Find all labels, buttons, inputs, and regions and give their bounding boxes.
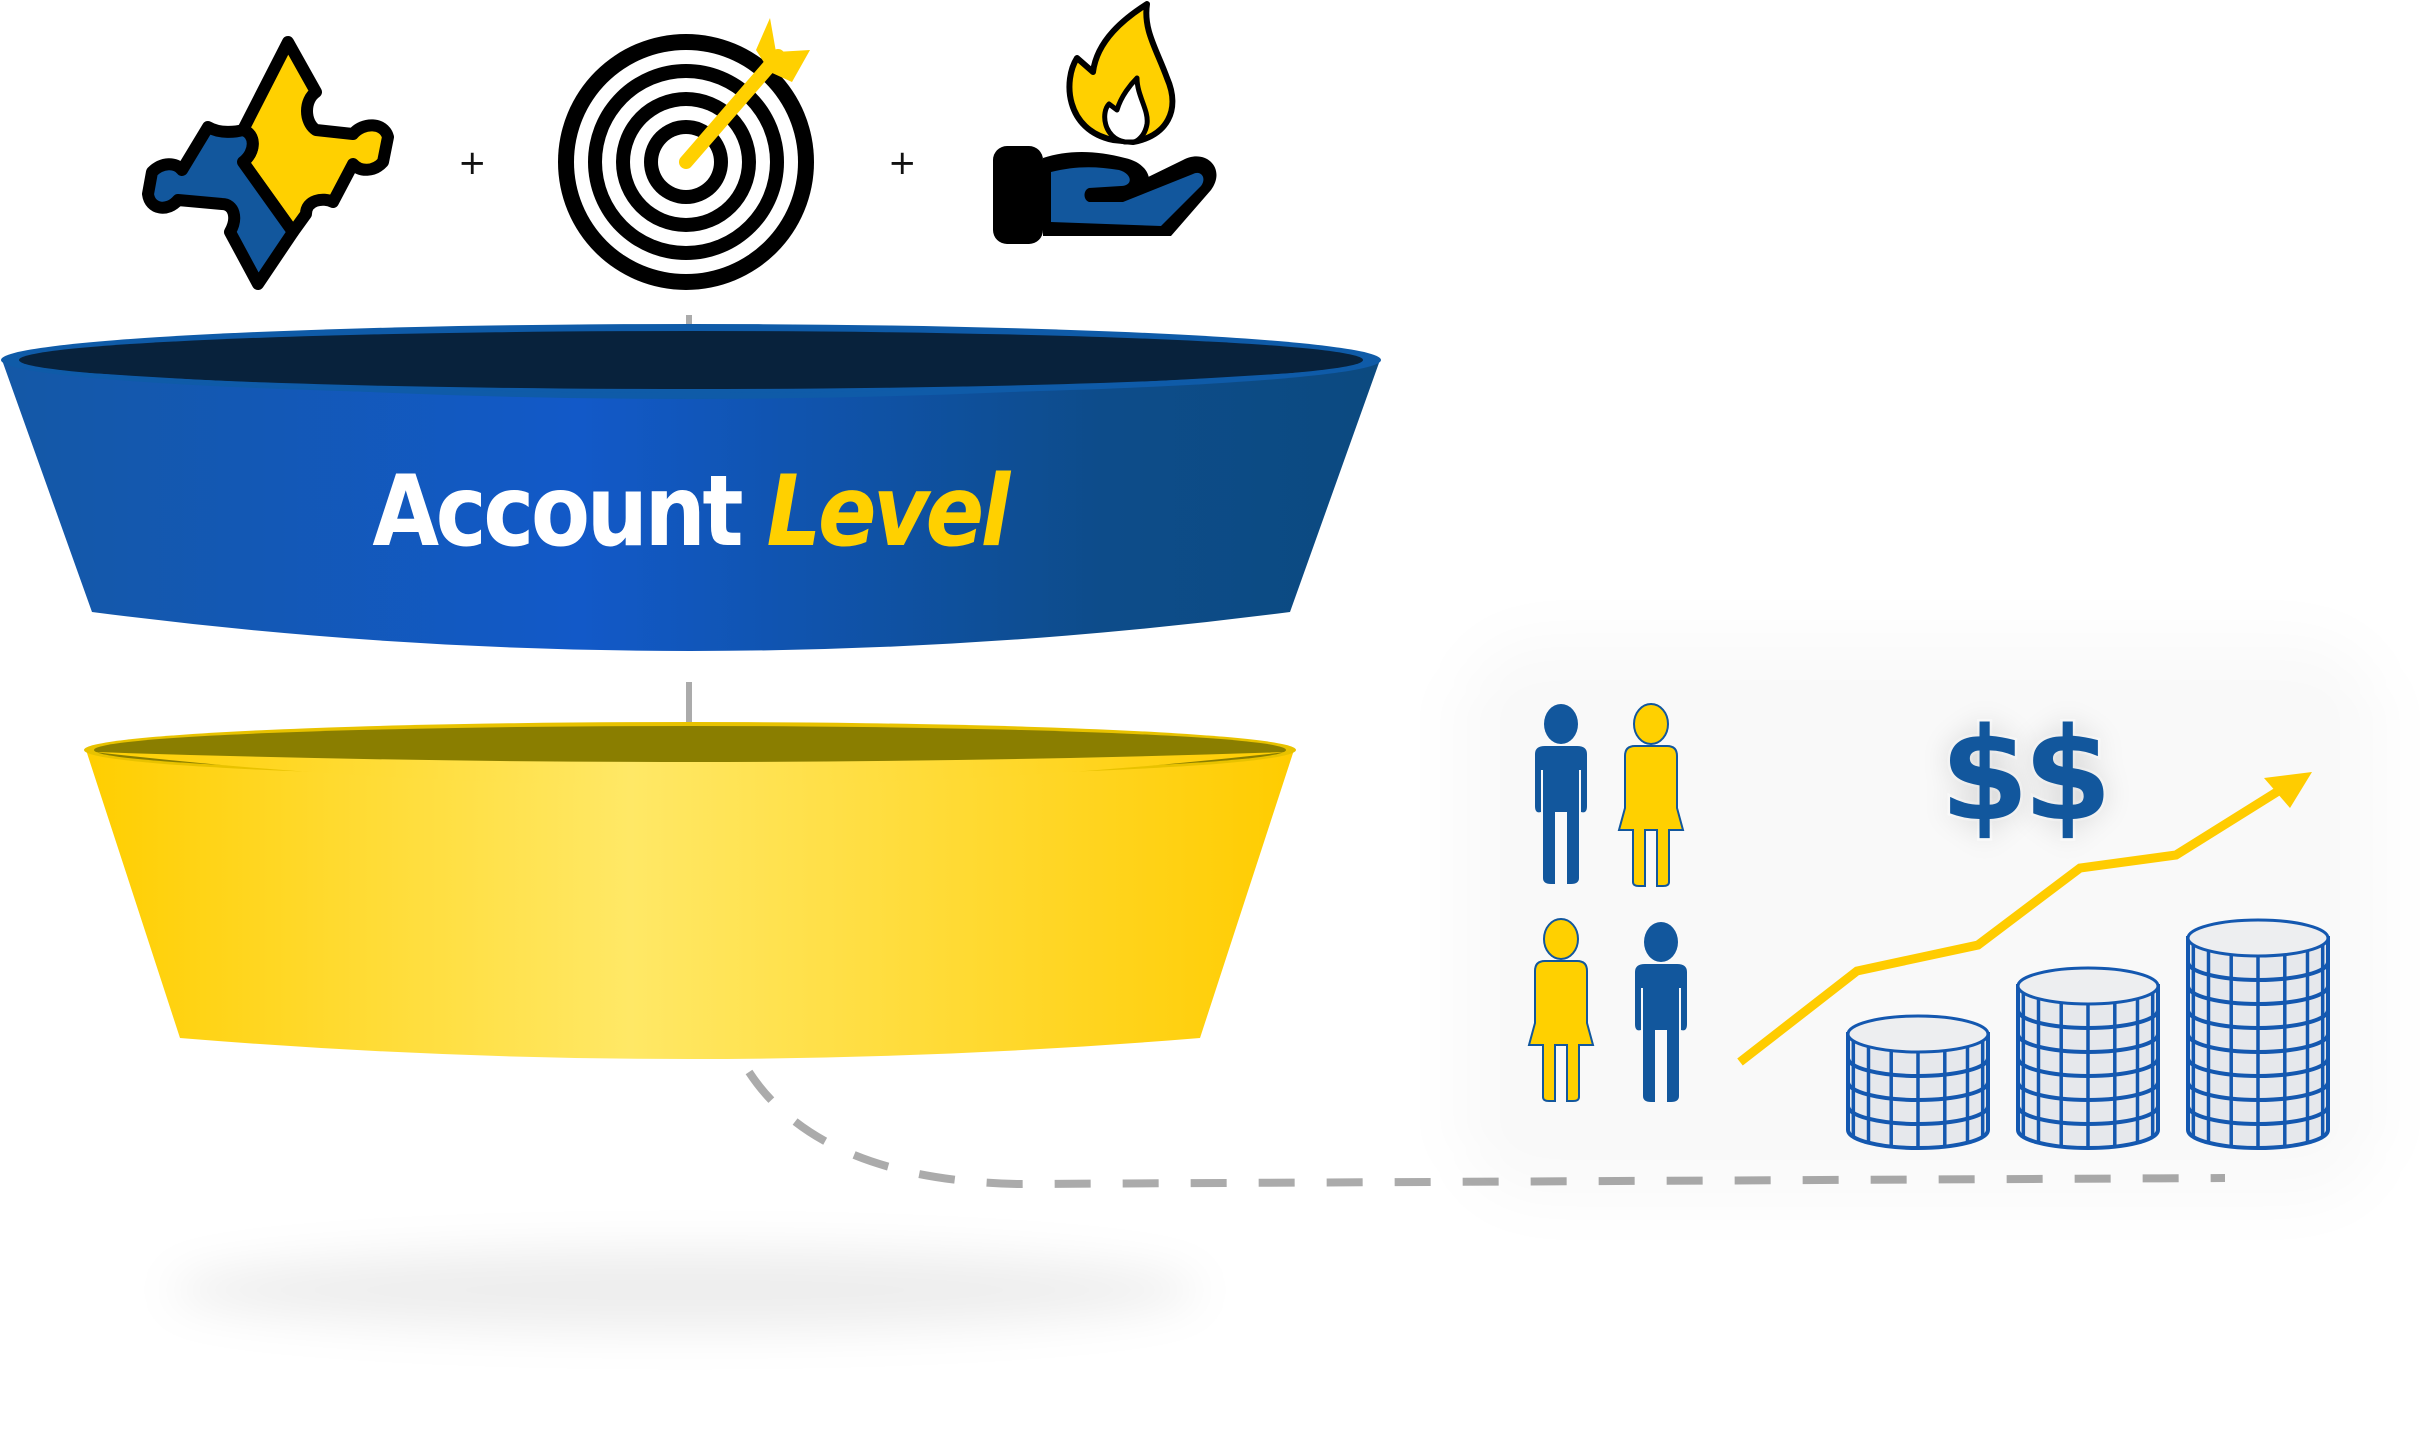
coin-stack (2186, 918, 2330, 1150)
coin-stack-top (2016, 966, 2160, 1006)
plus-operator: + (458, 143, 487, 183)
funnel-title-primary: Account (372, 455, 743, 569)
person-man-icon (1535, 704, 1587, 884)
funnel-top (0, 320, 1382, 660)
person-woman-icon (1617, 703, 1685, 887)
coin-stacks (1840, 880, 2340, 1150)
plus-operator: + (888, 143, 917, 183)
coin-stack (2016, 966, 2160, 1150)
funnel-title-accent: Level (766, 455, 1011, 569)
hand-flame-icon (985, 0, 1241, 250)
target-icon (556, 18, 822, 292)
funnel-bottom (80, 700, 1300, 1060)
revenue-label: $$ (1937, 701, 2114, 850)
puzzle-icon (138, 22, 404, 290)
person-woman-icon (1527, 918, 1595, 1102)
coin-stack-top (1846, 1014, 1990, 1054)
connector-tick (686, 682, 692, 738)
coin-stack-top (2186, 918, 2330, 958)
people-group (1525, 700, 1715, 1110)
funnel-title: Account Level (83, 455, 1297, 569)
coin-stack (1846, 1014, 1990, 1150)
funnel-shadow (170, 1250, 1200, 1330)
person-man-icon (1635, 922, 1687, 1102)
